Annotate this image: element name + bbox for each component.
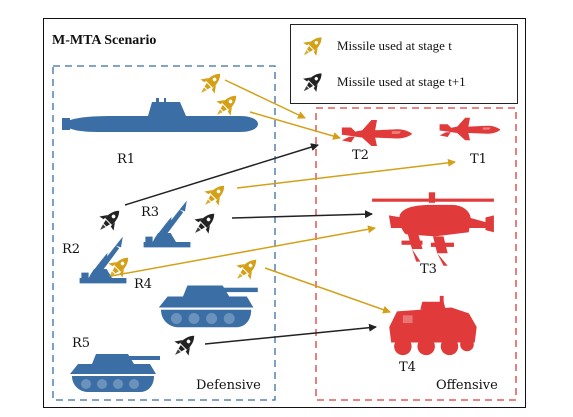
arrow-stage-t1 (124, 143, 319, 206)
defensive-group-box (52, 65, 276, 401)
legend-label-stage-t1: Missile used at stage t+1 (337, 74, 466, 89)
arrow-stage-t (224, 79, 306, 119)
fighter-jet-icon (439, 117, 501, 141)
rocket-icon-black (190, 208, 220, 238)
label-r2: R2 (62, 242, 81, 257)
label-t4: T4 (399, 360, 416, 375)
arrow-stage-t (264, 267, 391, 314)
legend-row-stage-t: Missile used at stage t (299, 31, 452, 61)
label-t2: T2 (352, 148, 369, 163)
label-r4: R4 (134, 277, 153, 292)
arrow-stage-t (99, 225, 376, 279)
defensive-group-label: Defensive (196, 378, 261, 393)
offensive-group-box (315, 107, 517, 401)
armored-vehicle-icon (389, 295, 477, 356)
rocket-icon-gold (232, 254, 262, 284)
offensive-group-label: Offensive (436, 378, 498, 393)
arrow-stage-t1 (231, 210, 373, 219)
label-t1: T1 (470, 152, 487, 167)
label-r3: R3 (141, 205, 160, 220)
tank-icon (158, 285, 258, 328)
rocket-icon-gold (200, 180, 230, 210)
missile-launcher-icon (79, 236, 127, 284)
label-r1: R1 (117, 152, 136, 167)
label-t3: T3 (420, 262, 437, 277)
label-r5: R5 (72, 336, 91, 351)
fighter-jet-icon (341, 120, 413, 146)
helicopter-icon (372, 192, 494, 266)
arrow-stage-t1 (204, 323, 377, 345)
figure-title: M-MTA Scenario (52, 33, 157, 48)
rocket-icon-gold (299, 32, 327, 60)
rocket-icon-gold (196, 68, 226, 98)
legend: Missile used at stage t Missile used at … (290, 24, 518, 104)
legend-row-stage-t1: Missile used at stage t+1 (299, 67, 466, 97)
arrow-stage-t (236, 158, 456, 189)
rocket-icon-black (95, 205, 125, 235)
tank-icon (70, 354, 160, 392)
figure-frame (43, 18, 526, 408)
rocket-icon-black (299, 68, 327, 96)
rocket-icon-black (170, 330, 200, 360)
arrow-stage-t (249, 111, 341, 140)
legend-label-stage-t: Missile used at stage t (337, 38, 452, 53)
